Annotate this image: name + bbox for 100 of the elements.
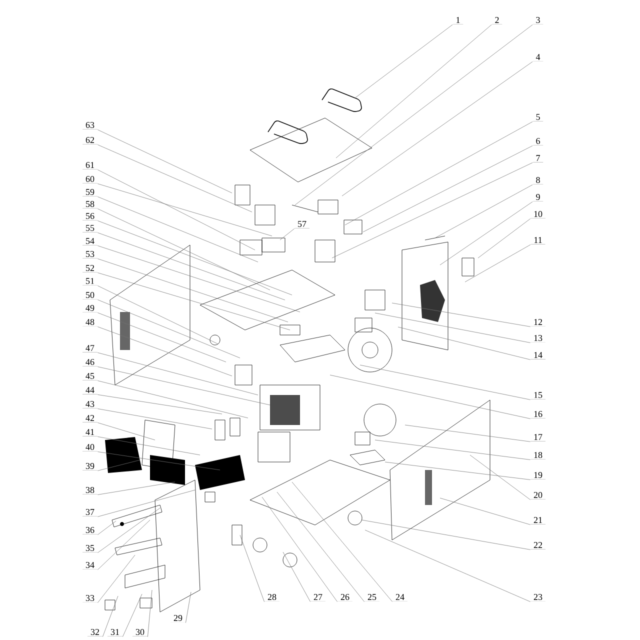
callout-number: 61 [82,162,98,170]
leader-line [332,162,533,258]
callout-number: 63 [82,122,98,130]
leader-line [404,424,530,442]
leader-line [374,312,530,343]
callout-number: 33 [82,594,98,603]
leader-line [478,218,530,258]
leader-line [98,380,248,418]
callout-number: 5 [532,114,544,122]
callout-number: 4 [532,54,544,62]
leader-line [262,496,338,602]
callout-number: 38 [82,486,98,495]
leader-line [98,220,292,296]
callout-number: 39 [82,462,98,471]
callout-number: 56 [82,212,98,221]
leader-line [282,552,310,602]
callout-number: 45 [82,373,98,380]
callout-number: 53 [82,250,98,259]
callout-number: 34 [82,562,98,570]
callout-number: 52 [82,264,98,273]
callout-number: 37 [82,508,98,517]
leader-line [440,498,530,525]
callout-number: 25 [364,594,380,602]
callout-number: 46 [82,358,98,367]
callout-number: 17 [530,434,546,442]
leader-line [98,554,136,603]
leader-line [98,184,272,236]
callout-number: 42 [82,415,98,422]
callout-number: 60 [82,176,98,184]
leader-line [98,408,212,430]
leader-line [98,208,270,290]
leader-line [98,300,240,358]
callout-number: 57 [294,221,310,228]
callout-number: 26 [338,594,352,602]
leader-line [470,454,530,500]
leader-line [102,596,118,637]
callout-number: 1 [452,17,464,24]
callout-number: 32 [88,628,102,637]
callout-number: 11 [530,237,546,244]
callout-number: 47 [82,345,98,352]
leader-line [98,312,226,362]
leader-line [354,24,453,98]
callout-number: 18 [530,452,546,460]
leader-line [98,482,176,495]
leader-line [98,366,270,406]
leader-line [98,490,196,517]
callout-number: 7 [532,155,544,162]
callout-number: 36 [82,526,98,535]
callout-number: 12 [530,319,546,326]
leader-line [330,374,530,419]
callout-number: 13 [530,334,546,343]
leader-line [440,202,533,266]
callout-number: 21 [530,517,546,524]
leader-line [98,436,200,456]
leader-line [294,24,533,206]
leader-line [240,534,264,602]
leader-line [362,146,533,232]
callout-number: 59 [82,188,98,197]
leader-line [276,492,364,602]
leader-line [186,592,192,623]
leader-line [398,326,530,360]
callout-number: 14 [530,352,546,360]
callout-number: 24 [392,594,408,602]
callout-number: 40 [82,444,98,452]
leader-line [98,144,252,212]
callout-number: 31 [108,628,122,637]
leader-line [280,228,294,240]
callout-number: 23 [530,594,546,602]
leader-line [98,422,156,440]
callout-number: 50 [82,292,98,300]
leader-line [364,530,530,602]
leader-line [360,364,530,400]
leader-line [122,594,142,637]
callout-number: 43 [82,400,98,409]
leader-line [392,302,530,327]
callout-number: 48 [82,318,98,327]
leader-line [98,352,258,396]
callout-number: 35 [82,544,98,553]
leader-line [98,520,116,535]
callout-number: 27 [310,594,326,602]
callout-number: 19 [530,472,546,480]
callout-number: 49 [82,304,98,313]
leader-line [98,196,258,262]
leader-line [98,130,232,194]
leader-line [148,590,152,637]
leader-line [98,394,222,414]
callout-number: 8 [532,176,544,185]
leader-line [98,170,256,250]
callout-number: 62 [82,136,98,145]
leader-line [98,520,150,570]
callout-number: 29 [170,614,186,623]
leader-line [342,61,533,196]
leader-line [384,462,530,480]
callout-number: 41 [82,429,98,436]
leader-line [98,326,232,376]
callout-number: 6 [532,138,544,146]
callout-number: 22 [530,542,546,550]
leader-line [98,272,290,330]
leader-line [336,24,492,158]
callout-number: 15 [530,392,546,400]
